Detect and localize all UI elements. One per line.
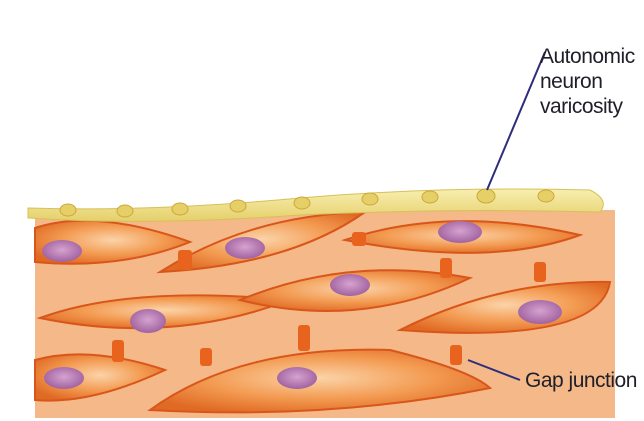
autonomic-neuron-varicosity-label: Autonomic neuron varicosity (540, 44, 640, 119)
label-line: neuron (540, 69, 640, 94)
varicosity (362, 193, 378, 205)
gap-junction (200, 348, 212, 366)
gap-junction (298, 325, 310, 351)
varicosity (172, 203, 188, 215)
label-line: Autonomic (540, 44, 640, 69)
nucleus (330, 274, 370, 296)
varicosity-leader-line (487, 52, 545, 190)
nucleus (518, 300, 562, 324)
nucleus (130, 309, 166, 333)
gap-junction (112, 340, 124, 362)
nucleus (44, 367, 84, 389)
varicosity (538, 190, 554, 202)
gap-junction (534, 262, 546, 282)
nucleus (438, 221, 482, 243)
nucleus (225, 237, 265, 259)
varicosity (60, 204, 76, 216)
gap-junction (178, 250, 192, 270)
varicosity (422, 191, 438, 203)
nucleus (42, 240, 82, 262)
gap-junction-label: Gap junction (525, 368, 637, 393)
varicosity (117, 205, 133, 217)
gap-junction (450, 345, 462, 365)
varicosity (294, 197, 310, 209)
gap-junction (352, 232, 366, 246)
label-line: varicosity (540, 94, 640, 119)
varicosity (477, 189, 495, 203)
varicosity (230, 200, 246, 212)
nucleus (277, 367, 317, 389)
gap-junction (440, 258, 452, 278)
